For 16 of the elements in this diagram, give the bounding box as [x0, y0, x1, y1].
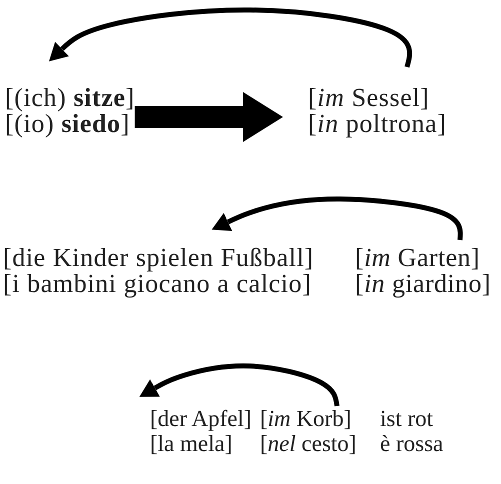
curved-arrow [139, 363, 340, 406]
phrase-text: [i bambini giocano a calcio] [3, 271, 312, 297]
phrase-text: [in poltrona] [308, 111, 447, 137]
phrase-text: [(io) siedo] [5, 111, 130, 137]
predicate-text: ist rot [380, 406, 434, 431]
phrase-text: [la mela] [150, 431, 232, 456]
block-arrow [134, 92, 283, 142]
phrase-text: [im Garten] [355, 245, 480, 271]
phrase-text: [im Sessel] [308, 85, 430, 111]
phrase-text: [im Korb] [260, 406, 352, 431]
phrase-text: [der Apfel] [150, 406, 252, 431]
phrase-text: [die Kinder spielen Fußball] [3, 245, 314, 271]
phrase-text: [(ich) sitze] [5, 85, 135, 111]
phrase-text: [in giardino] [355, 271, 491, 297]
phrase-text: [nel cesto] [260, 431, 356, 456]
predicate-text: è rossa [380, 431, 444, 456]
